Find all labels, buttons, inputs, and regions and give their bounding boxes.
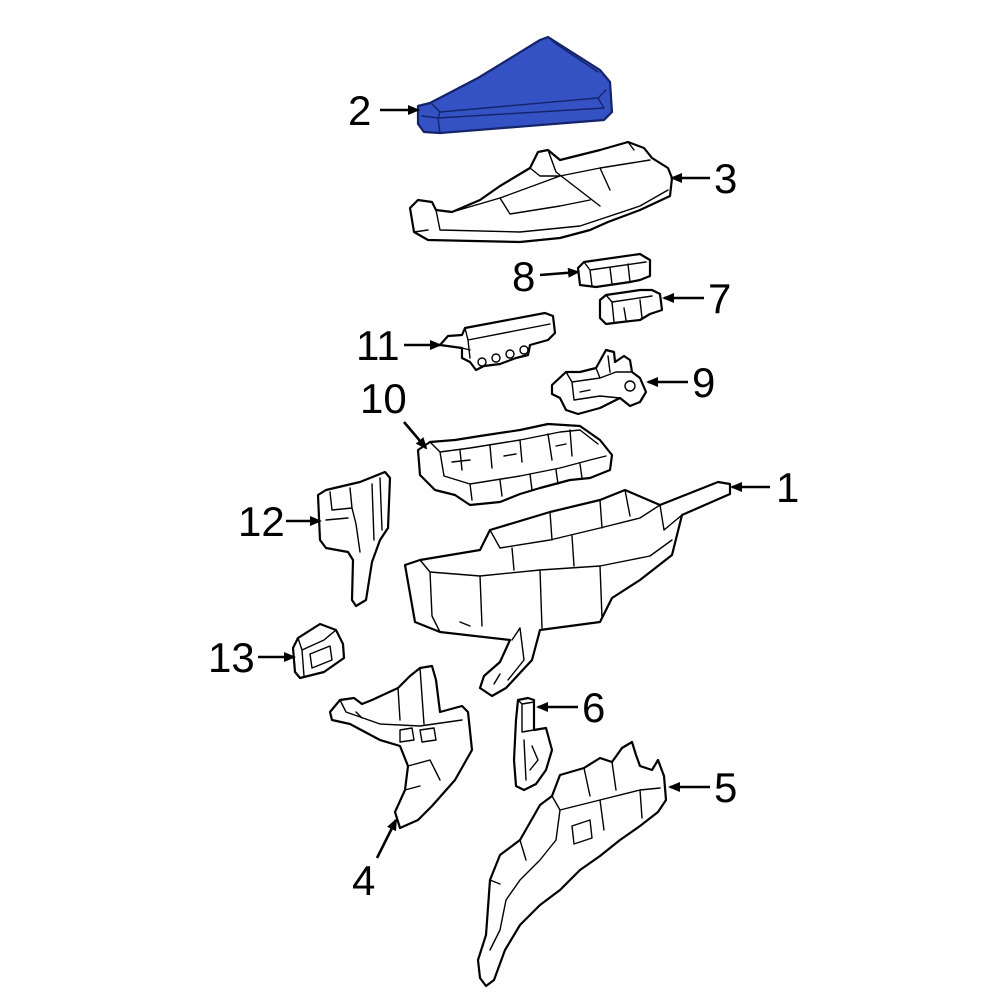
callout-number: 5 — [714, 764, 737, 811]
callout-6: 6 — [536, 684, 605, 731]
callout-number: 7 — [708, 275, 731, 322]
callout-5: 5 — [668, 764, 737, 811]
callout-9: 9 — [646, 359, 715, 406]
callout-1: 1 — [730, 464, 799, 511]
callout-number: 12 — [238, 498, 285, 545]
callout-number: 8 — [512, 253, 535, 300]
part-9-bracket — [550, 348, 648, 416]
callout-number: 10 — [360, 375, 407, 422]
part-13-block — [291, 622, 346, 680]
part-7 — [598, 288, 664, 326]
callout-number: 4 — [352, 857, 375, 904]
part-1-housing — [403, 480, 732, 698]
callout-number: 1 — [776, 464, 799, 511]
callout-11: 11 — [356, 322, 442, 369]
part-2-cover — [416, 35, 614, 135]
callout-number: 3 — [714, 155, 737, 202]
callout-number: 11 — [356, 322, 400, 369]
callout-7: 7 — [662, 275, 731, 322]
callout-10: 10 — [360, 375, 428, 450]
part-12-bracket — [316, 470, 392, 608]
part-11-connector — [438, 311, 557, 372]
callout-number: 13 — [208, 634, 255, 681]
part-4-bracket — [328, 664, 474, 830]
part-5-lower-bracket — [476, 740, 668, 988]
callout-3: 3 — [670, 155, 737, 202]
callout-4: 4 — [352, 818, 398, 904]
callout-number: 2 — [348, 87, 371, 134]
callout-8: 8 — [512, 253, 580, 300]
callout-number: 9 — [692, 359, 715, 406]
part-10-relay-block — [416, 422, 614, 507]
callout-number: 6 — [582, 684, 605, 731]
part-6-clip — [512, 696, 554, 792]
part-8 — [576, 252, 652, 289]
part-2-shape — [416, 35, 614, 135]
callout-2: 2 — [348, 87, 420, 134]
part-3-frame — [408, 140, 674, 244]
callout-13: 13 — [208, 634, 296, 681]
callout-12: 12 — [238, 498, 322, 545]
